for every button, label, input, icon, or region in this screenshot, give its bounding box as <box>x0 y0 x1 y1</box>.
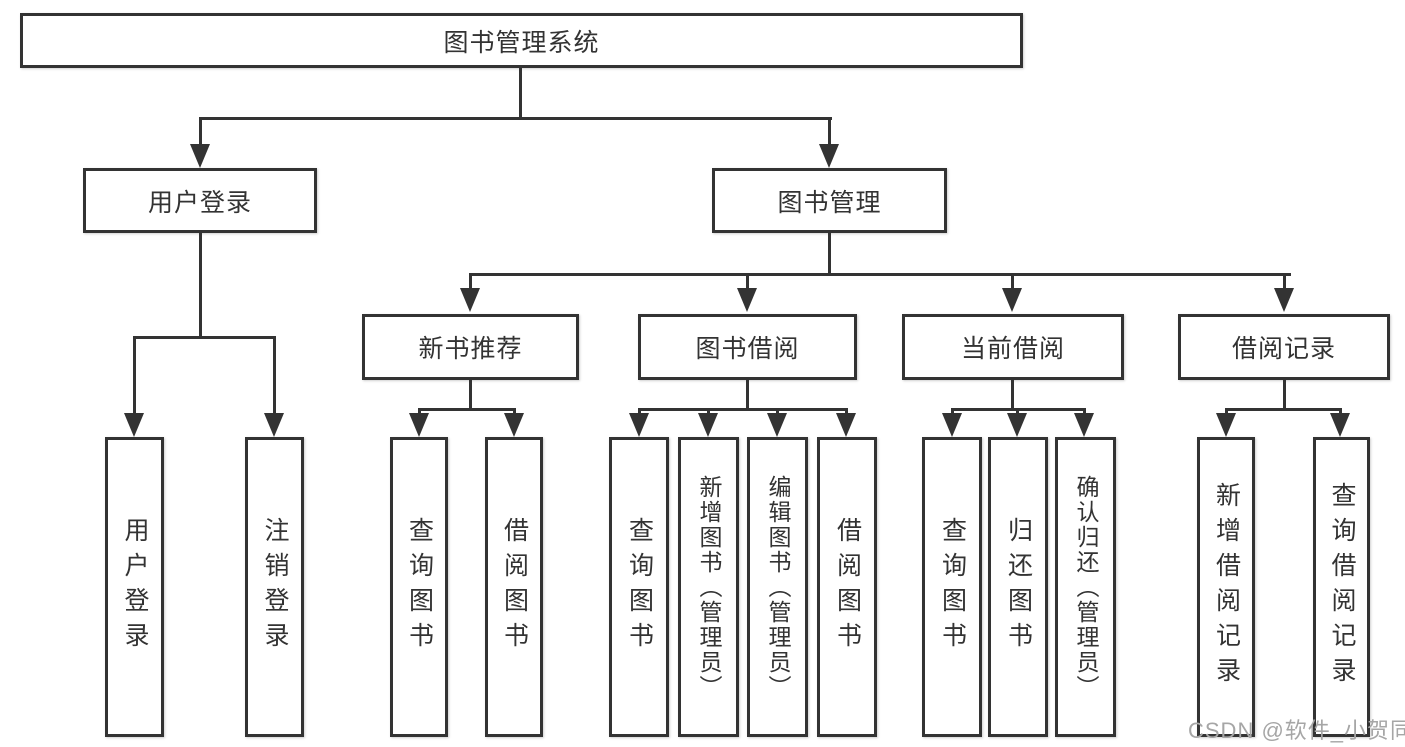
connector-user-login-stem <box>199 233 202 338</box>
leaf-return-books: 归还图书 <box>988 437 1048 737</box>
arrowhead-down-icon <box>942 413 962 437</box>
node-label: 当前借阅 <box>960 335 1065 363</box>
connector-stub <box>418 408 421 416</box>
arrowhead-down-icon <box>460 288 480 312</box>
connector-stub <box>776 408 779 416</box>
node-label: 用户登录 <box>147 188 252 217</box>
node-label: 借阅图书 <box>500 517 529 657</box>
node-label: 查询图书 <box>625 517 654 657</box>
arrowhead-down-icon <box>819 144 839 168</box>
arrowhead-down-icon <box>504 413 524 437</box>
csdn-watermark: CSDN @软件_小贺同学 <box>1188 718 1405 743</box>
arrowhead-down-icon <box>1274 288 1294 312</box>
node-label: 新增图书（管理员） <box>696 474 722 700</box>
node-book-management: 图书管理 <box>712 168 947 233</box>
leaf-add-books-admin: 新增图书（管理员） <box>678 437 739 737</box>
node-label: 注销登录 <box>261 517 289 657</box>
connector-stub <box>1016 408 1019 416</box>
connector-stub <box>638 408 641 416</box>
connector-new-book-hline <box>418 408 516 411</box>
leaf-edit-books-admin: 编辑图书（管理员） <box>747 437 808 737</box>
node-label: 图书管理系统 <box>443 28 600 57</box>
arrowhead-down-icon <box>737 288 757 312</box>
arrowhead-down-icon <box>1216 413 1236 437</box>
arrowhead-down-icon <box>1074 413 1094 437</box>
connector-level3-hline <box>469 273 1291 276</box>
connector-stub <box>1083 408 1086 416</box>
connector-level2-hline <box>199 117 832 120</box>
connector-stub-borrow-records <box>1283 273 1286 291</box>
connector-borrow-records-stem <box>1283 380 1286 410</box>
connector-stub <box>845 408 848 416</box>
leaf-query-books-borrowing: 查询图书 <box>609 437 669 737</box>
node-label: 归还图书 <box>1004 517 1033 657</box>
arrowhead-down-icon <box>1330 413 1350 437</box>
node-library-management-system: 图书管理系统 <box>20 13 1023 68</box>
node-label: 图书管理 <box>777 188 882 217</box>
node-label: 图书借阅 <box>695 335 800 363</box>
node-user-login: 用户登录 <box>83 168 317 233</box>
connector-stub-leaf-logout <box>273 336 276 416</box>
connector-stub <box>951 408 954 416</box>
node-label: 新书推荐 <box>418 335 523 363</box>
leaf-confirm-return-admin: 确认归还（管理员） <box>1055 437 1116 737</box>
connector-new-book-stem <box>469 380 472 410</box>
connector-stub-new-book <box>469 273 472 291</box>
leaf-borrow-books: 借阅图书 <box>817 437 877 737</box>
arrowhead-down-icon <box>767 413 787 437</box>
leaf-user-login: 用户登录 <box>105 437 164 737</box>
node-label: 编辑图书（管理员） <box>765 474 791 700</box>
arrowhead-down-icon <box>190 144 210 168</box>
node-borrowing-records: 借阅记录 <box>1178 314 1390 380</box>
connector-root-stem <box>519 68 522 119</box>
connector-stub <box>513 408 516 416</box>
node-label: 用户登录 <box>121 517 149 657</box>
connector-stub-book-management <box>828 117 831 147</box>
connector-current-borrow-stem <box>1011 380 1014 410</box>
connector-stub <box>1339 408 1342 416</box>
connector-book-borrow-stem <box>746 380 749 410</box>
leaf-borrow-books-recommend: 借阅图书 <box>485 437 543 737</box>
connector-stub-leaf-login <box>133 336 136 416</box>
connector-stub-book-borrow <box>746 273 749 291</box>
connector-stub-current-borrow <box>1011 273 1014 291</box>
connector-stub <box>1225 408 1228 416</box>
node-label: 借阅记录 <box>1231 335 1336 363</box>
node-label: 查询借阅记录 <box>1328 482 1356 692</box>
arrowhead-down-icon <box>264 413 284 437</box>
node-book-borrowing: 图书借阅 <box>638 314 857 380</box>
connector-book-management-stem <box>828 233 831 276</box>
arrowhead-down-icon <box>409 413 429 437</box>
node-label: 查询图书 <box>405 517 434 657</box>
node-label: 查询图书 <box>938 517 967 657</box>
connector-borrow-records-hline <box>1225 408 1342 411</box>
connector-stub-user-login <box>199 117 202 147</box>
node-label: 确认归还（管理员） <box>1073 474 1099 700</box>
connector-stub <box>707 408 710 416</box>
leaf-logout: 注销登录 <box>245 437 304 737</box>
leaf-add-borrow-record: 新增借阅记录 <box>1197 437 1255 737</box>
arrowhead-down-icon <box>1007 413 1027 437</box>
node-current-borrowing: 当前借阅 <box>902 314 1124 380</box>
connector-user-login-hline <box>133 336 276 339</box>
node-new-book-recommend: 新书推荐 <box>362 314 579 380</box>
node-label: 新增借阅记录 <box>1212 482 1241 692</box>
connector-book-borrow-hline <box>638 408 848 411</box>
arrowhead-down-icon <box>698 413 718 437</box>
leaf-query-books-recommend: 查询图书 <box>390 437 448 737</box>
leaf-query-books-current: 查询图书 <box>922 437 982 737</box>
leaf-query-borrow-record: 查询借阅记录 <box>1313 437 1370 737</box>
arrowhead-down-icon <box>124 413 144 437</box>
arrowhead-down-icon <box>1002 288 1022 312</box>
node-label: 借阅图书 <box>833 517 862 657</box>
arrowhead-down-icon <box>836 413 856 437</box>
arrowhead-down-icon <box>629 413 649 437</box>
